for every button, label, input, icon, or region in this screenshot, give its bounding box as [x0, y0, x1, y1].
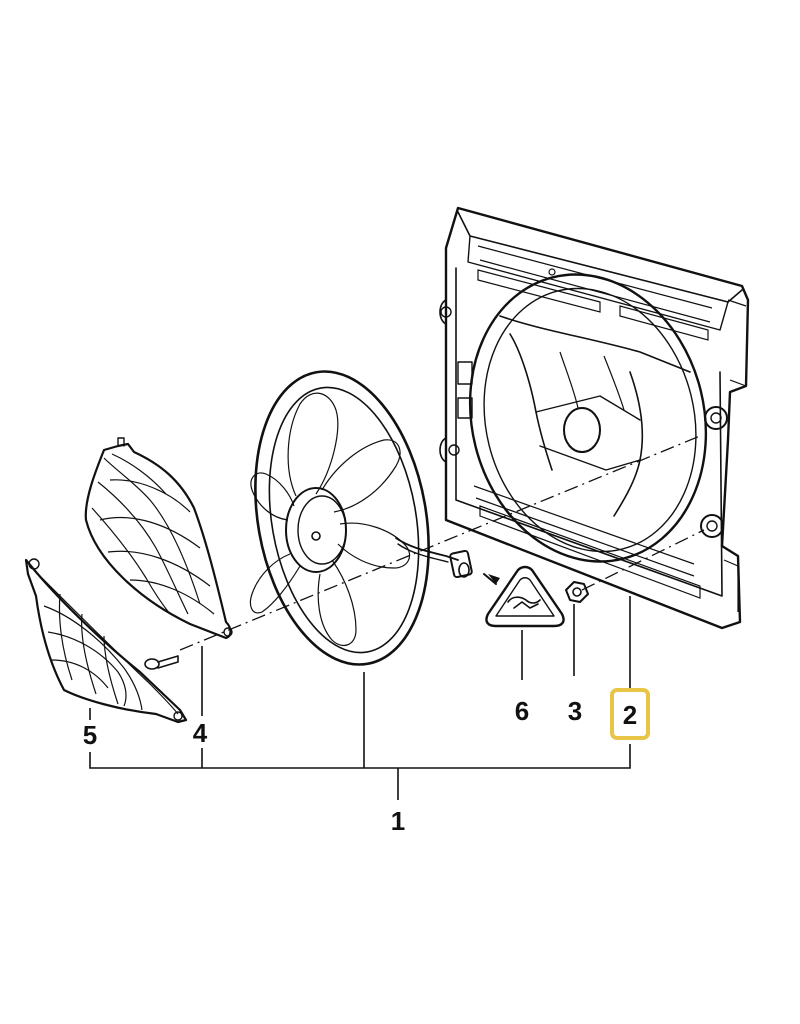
fan-wheel[interactable] — [234, 358, 473, 679]
screw — [144, 655, 179, 670]
front-fan-guard[interactable] — [24, 558, 188, 724]
callout-5[interactable]: 5 — [83, 720, 97, 750]
fan-shroud[interactable] — [439, 206, 750, 630]
leader-lines — [89, 596, 631, 800]
callout-4[interactable]: 4 — [193, 718, 208, 748]
callout-1[interactable]: 1 — [391, 806, 405, 836]
callout-2[interactable]: 2 — [623, 700, 637, 730]
assembly-axis-line — [179, 435, 701, 651]
callout-2-highlight — [610, 688, 650, 740]
mount-axis-line — [581, 529, 705, 591]
callout-3[interactable]: 3 — [568, 696, 582, 726]
warning-label[interactable] — [483, 565, 565, 628]
rear-fan-guard[interactable] — [84, 437, 233, 670]
callout-6[interactable]: 6 — [515, 696, 529, 726]
nut[interactable] — [565, 581, 589, 603]
